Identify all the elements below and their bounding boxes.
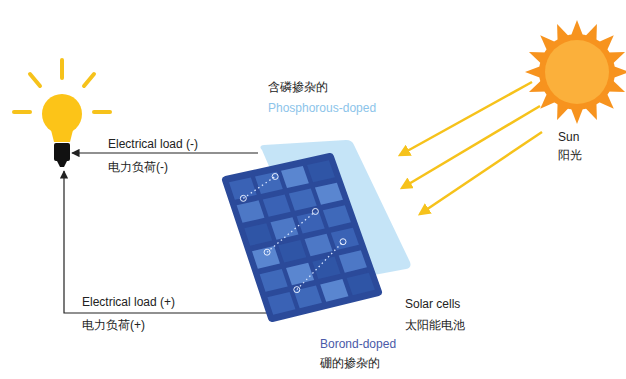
terminal-label-cn: 电力负荷(+) <box>82 318 145 332</box>
solar-cell <box>320 279 348 302</box>
terminal-label: Electrical load (-) <box>108 137 198 151</box>
dotted-line <box>297 242 343 290</box>
electron-circle <box>294 287 300 293</box>
solar-cell <box>331 228 359 250</box>
solar-cell <box>315 183 343 205</box>
dotted-line <box>243 176 275 198</box>
sun-label: Sun <box>558 130 579 144</box>
panel-label: Solar cells <box>405 297 460 311</box>
solar-cell <box>244 223 272 246</box>
electron-circle <box>340 239 346 245</box>
solar-cell <box>286 263 314 286</box>
solar-cell <box>278 240 306 263</box>
light-bulb <box>14 60 110 167</box>
electron-circle <box>272 173 278 179</box>
solar-cell <box>323 205 351 227</box>
sun <box>525 20 626 124</box>
solar-cell <box>267 292 295 315</box>
sunlight-rays <box>400 82 542 214</box>
wire-negative <box>72 152 258 153</box>
sun-outer <box>539 34 615 110</box>
panel-frame <box>226 157 378 318</box>
solar-cell <box>307 160 335 182</box>
sun-core <box>545 40 609 104</box>
terminal-label: Electrical load (+) <box>82 295 175 309</box>
solar-cell <box>289 189 317 211</box>
solar-cell <box>252 246 280 269</box>
electron-circle <box>312 208 318 214</box>
electron-circle <box>264 249 270 255</box>
solar-cell <box>305 234 333 256</box>
dotted-line <box>267 211 315 252</box>
solar-cell <box>297 211 325 233</box>
label-cn: 硼的掺杂的 <box>320 356 380 370</box>
solar-cell <box>237 200 265 222</box>
layer-label: Borond-doped <box>320 337 396 351</box>
solar-cell <box>263 194 291 216</box>
solar-cell <box>347 273 375 296</box>
electron-circle <box>240 195 246 201</box>
solar-cell <box>260 269 288 292</box>
terminal-label-cn: 电力负荷(-) <box>108 160 168 174</box>
solar-cell <box>281 166 309 188</box>
panel-label-cn: 太阳能电池 <box>405 318 465 332</box>
label-cn: 含磷掺杂的 <box>268 80 328 94</box>
sun-label-cn: 阳光 <box>558 148 582 162</box>
solar-cell <box>339 250 367 272</box>
solar-cell <box>229 177 257 199</box>
layer-label: Phosphorous-doped <box>268 101 376 115</box>
solar-panel <box>226 157 378 318</box>
solar-cell <box>255 172 283 194</box>
solar-cell <box>312 256 340 279</box>
